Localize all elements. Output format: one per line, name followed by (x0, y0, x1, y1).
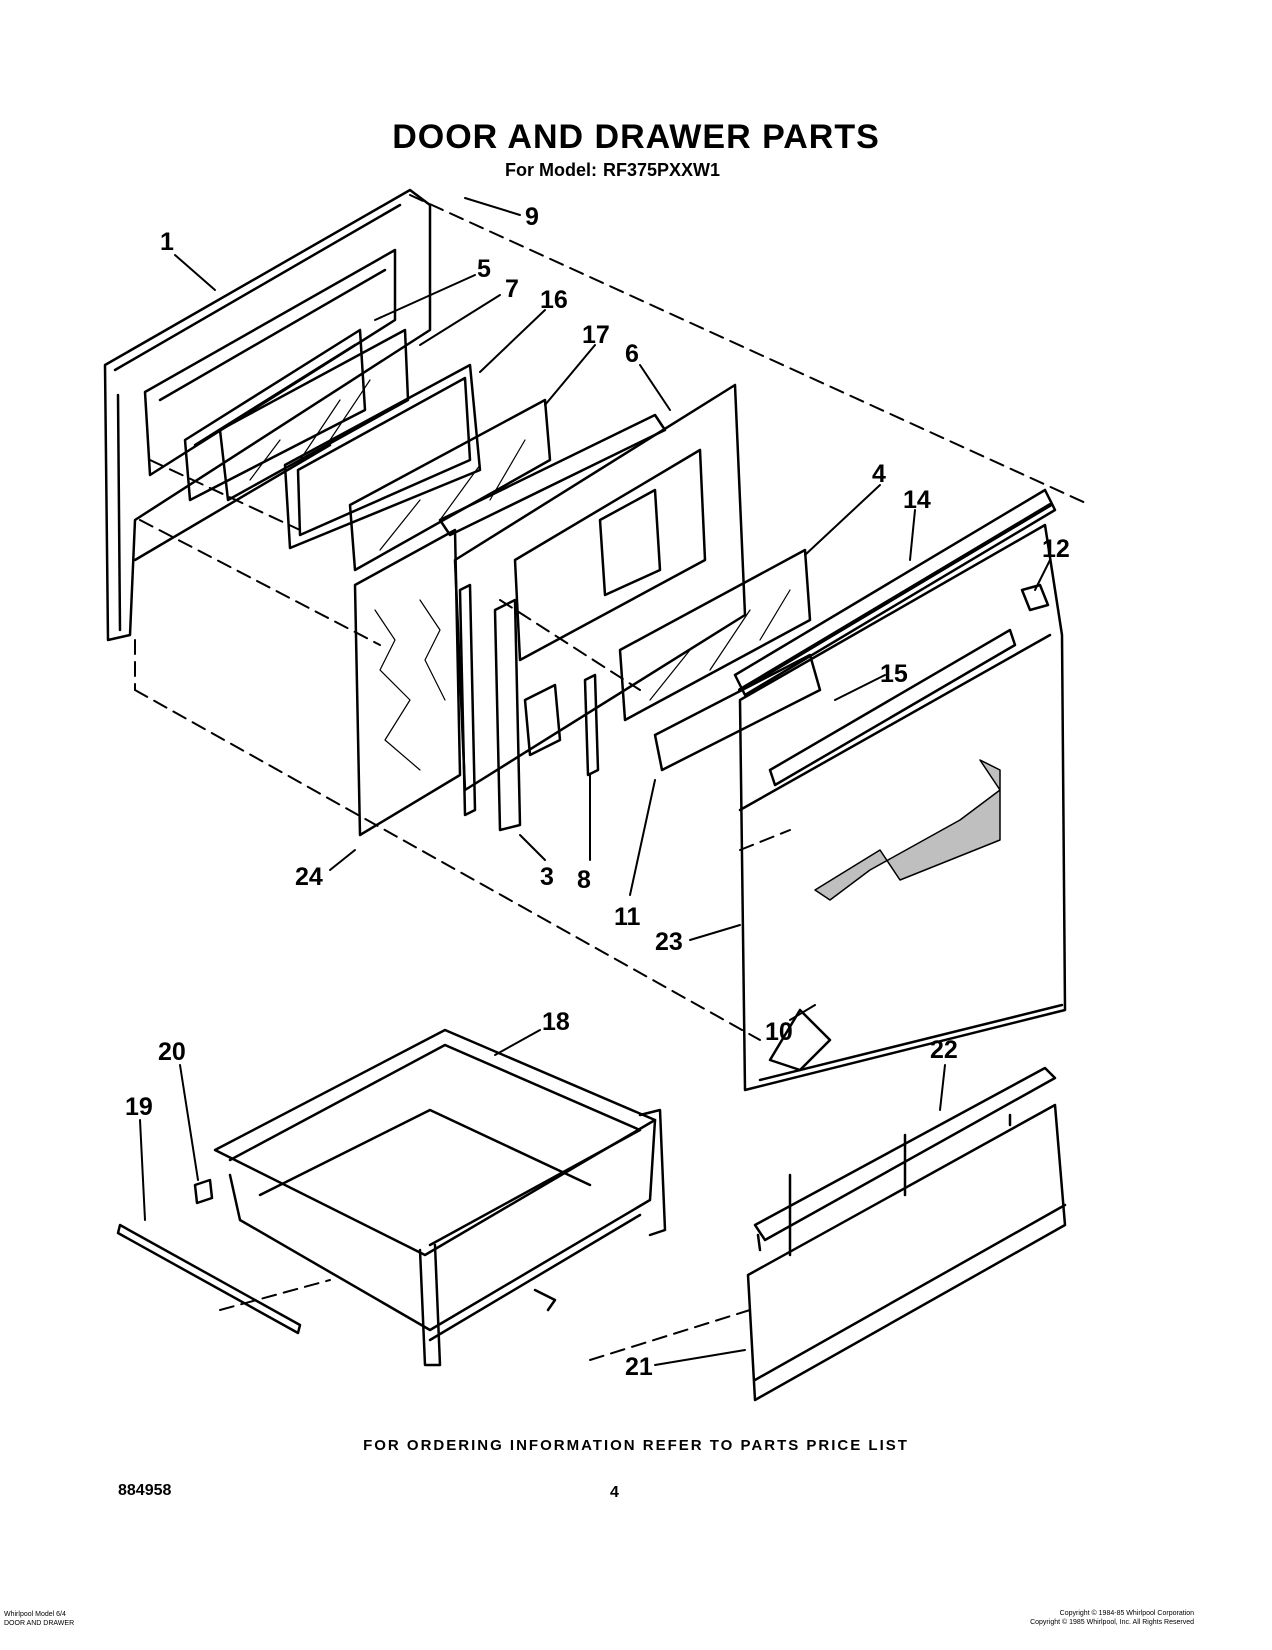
leader-arrows (139, 197, 1051, 1366)
drawer-trim-22 (753, 1066, 1057, 1252)
callout-18: 18 (542, 1008, 570, 1036)
glass-pane-4 (618, 548, 812, 722)
model-label: For Model: (505, 160, 597, 180)
copyright-notes: Copyright © 1984-85 Whirlpool Corporatio… (1030, 1609, 1194, 1627)
callout-15: 15 (880, 660, 908, 688)
callout-22: 22 (930, 1036, 958, 1064)
gasket-frame-16 (283, 363, 482, 550)
callout-14: 14 (903, 486, 931, 514)
footer-left-notes: Whirlpool Model 6/4 DOOR AND DRAWER (4, 1610, 74, 1628)
copyright-line-1: Copyright © 1984-85 Whirlpool Corporatio… (1059, 1610, 1194, 1617)
callout-4: 4 (872, 460, 886, 488)
drawer-rail-19 (116, 1223, 302, 1335)
callout-16: 16 (540, 286, 568, 314)
assembly-guide-lines (134, 194, 1091, 1361)
callout-23: 23 (655, 928, 683, 956)
callout-20: 20 (158, 1038, 186, 1066)
callout-12: 12 (1042, 535, 1070, 563)
callout-5: 5 (477, 255, 491, 283)
callout-3: 3 (540, 863, 554, 891)
callout-6: 6 (625, 340, 639, 368)
copyright-line-2: Copyright © 1985 Whirlpool, Inc. All Rig… (1030, 1619, 1194, 1626)
inner-door-panel (453, 383, 747, 792)
callout-8: 8 (577, 866, 591, 894)
callout-11: 11 (614, 903, 641, 931)
footer-left-line-1: Whirlpool Model 6/4 (4, 1611, 66, 1618)
document-number: 884958 (118, 1482, 172, 1499)
insulation-pad-24 (353, 528, 462, 837)
model-value: RF375PXXW1 (603, 160, 721, 180)
top-trim-6 (438, 413, 667, 537)
callout-labels: 1 9 5 7 16 17 6 4 14 12 15 24 3 8 11 23 … (125, 203, 1070, 1381)
side-bracket (523, 683, 562, 757)
callout-7: 7 (505, 275, 519, 303)
glass-pane-7 (218, 328, 410, 502)
page-number: 4 (610, 1484, 619, 1501)
callout-17: 17 (582, 321, 610, 349)
glass-pane-17 (348, 398, 552, 572)
door-handle-14 (733, 488, 1057, 697)
callout-24: 24 (295, 863, 323, 891)
outer-door-frame (103, 188, 432, 642)
callout-19: 19 (125, 1093, 153, 1121)
drawer-front-21 (746, 1103, 1067, 1402)
vent-channel-11 (653, 628, 1017, 787)
footer-left-line-2: DOOR AND DRAWER (4, 1620, 75, 1627)
callout-9: 9 (525, 203, 539, 231)
callout-10: 10 (765, 1018, 793, 1046)
ordering-note: FOR ORDERING INFORMATION REFER TO PARTS … (363, 1437, 909, 1454)
callout-1: 1 (160, 228, 174, 256)
drawer-body-18 (213, 1028, 667, 1367)
callout-21: 21 (625, 1353, 653, 1381)
hinge-bracket-8 (583, 673, 600, 777)
page-title: DOOR AND DRAWER PARTS (392, 118, 880, 156)
side-channel-3 (458, 583, 522, 832)
drawer-stop-20 (193, 1178, 214, 1205)
model-line: For Model: RF375PXXW1 (505, 160, 720, 181)
outer-door-panel-23 (738, 523, 1067, 1092)
handle-end-cap-12 (1020, 583, 1050, 612)
